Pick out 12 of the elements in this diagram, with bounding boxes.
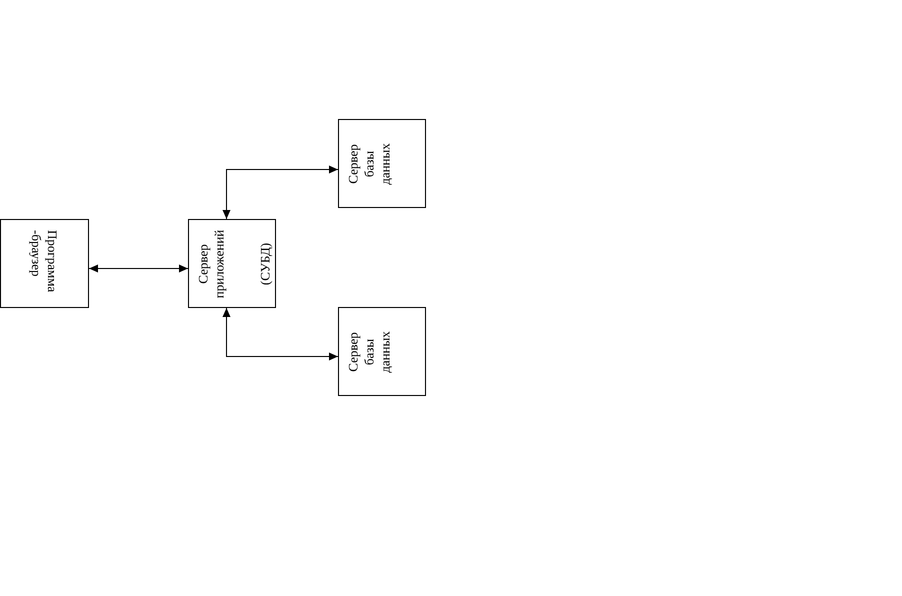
box-label: Сервер базы данных <box>345 142 393 187</box>
box-label: Сервер приложений <box>195 228 227 300</box>
process-box <box>0 219 89 308</box>
box-label: Программа -браузер <box>28 230 60 294</box>
connector-arrow <box>222 166 338 220</box>
box-label: (СУБД) <box>257 242 273 285</box>
process-box <box>338 307 426 396</box>
box-label: Сервер базы данных <box>345 330 393 375</box>
process-box <box>188 219 276 308</box>
process-box <box>338 119 426 208</box>
connector-arrow <box>222 308 338 360</box>
connector-arrow <box>88 264 188 272</box>
